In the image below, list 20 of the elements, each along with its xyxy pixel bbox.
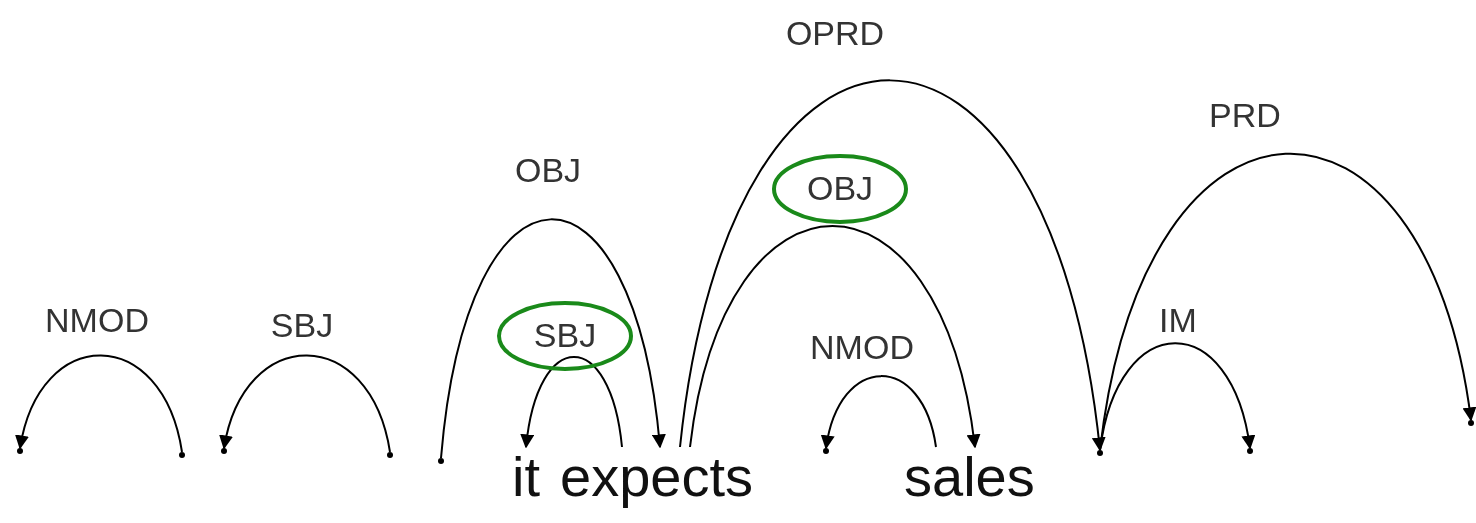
arc-end-dot xyxy=(17,448,23,454)
arc-end-dot xyxy=(221,448,227,454)
arc-arrow xyxy=(1099,342,1255,451)
arc-arrow xyxy=(679,79,1105,452)
word-token: it xyxy=(512,447,540,507)
arc-end-dot xyxy=(438,458,444,464)
arc-arrow xyxy=(520,356,623,449)
arc-end-dot xyxy=(1468,420,1474,426)
word-token: expects xyxy=(560,447,753,507)
arc-end-dot xyxy=(1097,450,1103,456)
arc-arrow xyxy=(689,225,980,449)
arc-arrow xyxy=(440,218,666,459)
arc-arrow xyxy=(821,375,937,450)
arc-end-dot xyxy=(179,452,185,458)
arc-arrow xyxy=(220,354,391,453)
arc-end-dot xyxy=(1247,448,1253,454)
arc-arrow xyxy=(16,354,183,453)
arc-end-dot xyxy=(823,448,829,454)
arc-end-dot xyxy=(387,452,393,458)
word-token: sales xyxy=(904,447,1035,507)
